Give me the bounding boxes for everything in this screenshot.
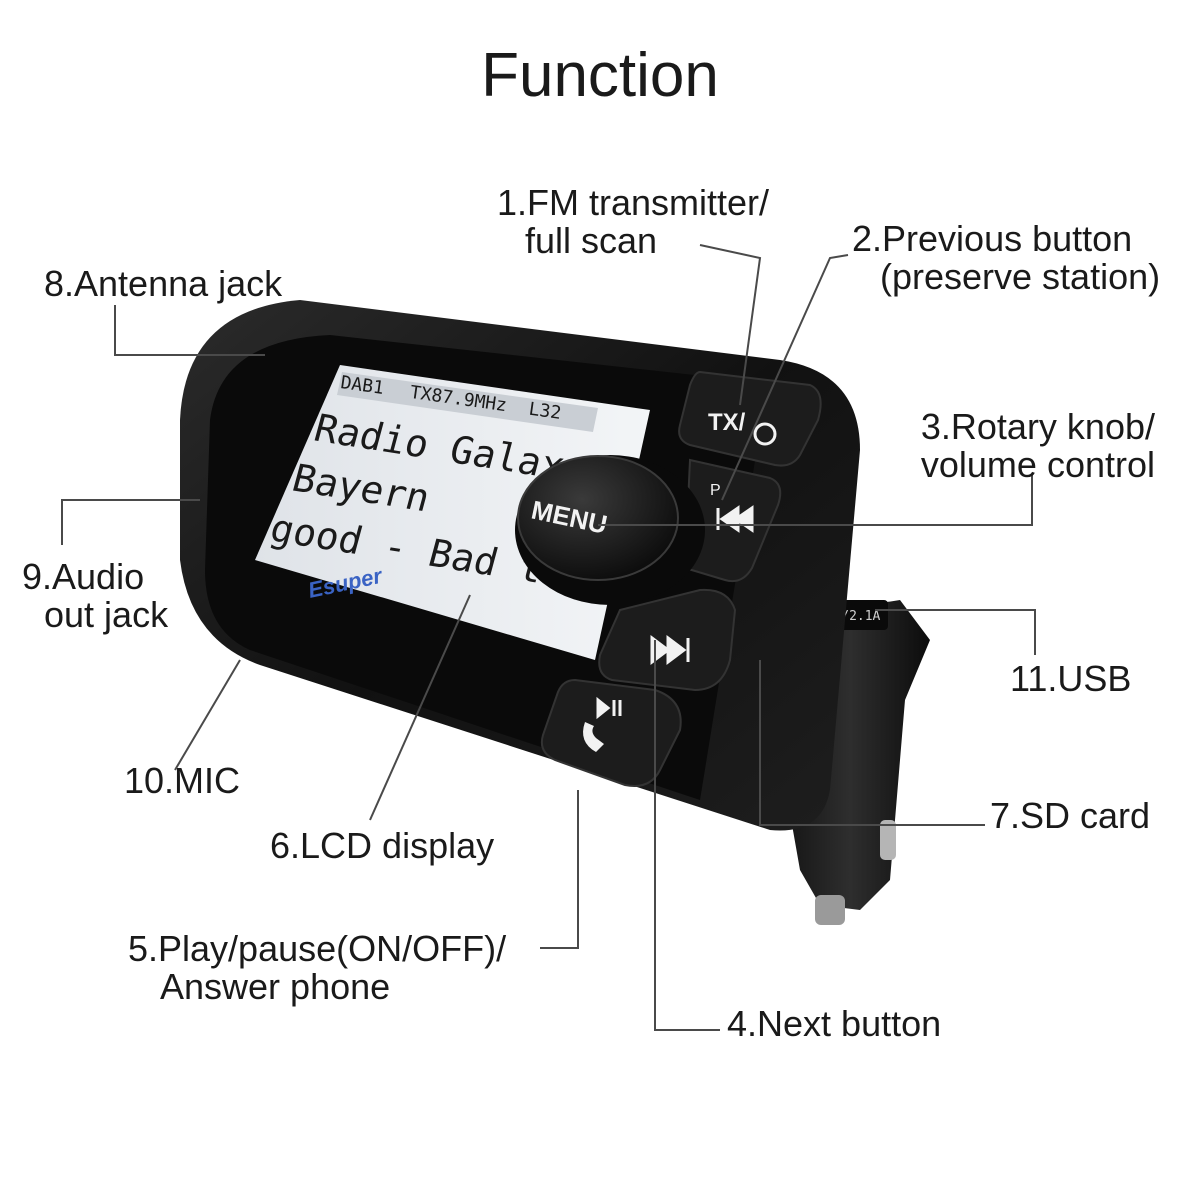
leader-previous-button xyxy=(721,254,849,501)
callout-lcd-display: 6.LCD display xyxy=(270,825,495,866)
leader-usb xyxy=(875,609,1036,655)
previous-button-mark: P xyxy=(710,482,721,499)
leader-antenna-jack xyxy=(114,305,265,356)
leader-audio-out-jack xyxy=(61,499,200,545)
callout-usb: 11.USB xyxy=(1010,658,1132,699)
callout-play-pause: 5.Play/pause(ON/OFF)/ Answer phone xyxy=(128,928,507,1007)
leader-rotary-knob xyxy=(598,475,1033,526)
phone-icon xyxy=(583,722,604,752)
leader-mic xyxy=(174,659,241,771)
callout-audio-out-jack: 9.Audio out jack xyxy=(22,556,169,635)
callout-previous-button: 2.Previous button (preserve station) xyxy=(852,218,1161,297)
leader-sd-card xyxy=(759,660,985,826)
leader-lines xyxy=(61,244,1036,1031)
callout-mic: 10.MIC xyxy=(124,760,241,801)
leader-play-pause xyxy=(540,790,579,949)
callout-antenna-jack: 8.Antenna jack xyxy=(44,263,283,304)
diagram-title: Function xyxy=(481,41,719,110)
scan-icon xyxy=(753,422,777,446)
tx-button[interactable]: TX/ xyxy=(678,370,822,467)
callout-sd-card: 7.SD card xyxy=(990,795,1151,836)
play-pause-icon xyxy=(596,696,622,720)
leader-next-button xyxy=(654,640,720,1031)
callout-fm-transmitter: 1.FM transmitter/ full scan xyxy=(497,182,770,261)
tx-button-label: TX/ xyxy=(708,409,746,436)
next-track-icon xyxy=(650,635,690,665)
play-pause-button[interactable] xyxy=(540,678,682,787)
rotary-knob[interactable]: MENU xyxy=(515,455,705,605)
callout-next-button: 4.Next button xyxy=(727,1003,942,1044)
leader-fm-transmitter xyxy=(699,244,762,406)
callout-rotary-knob: 3.Rotary knob/ volume control xyxy=(920,406,1155,485)
next-button[interactable] xyxy=(598,588,737,692)
leader-lcd-display xyxy=(369,594,471,821)
lcd-status-right: L32 xyxy=(527,399,562,424)
